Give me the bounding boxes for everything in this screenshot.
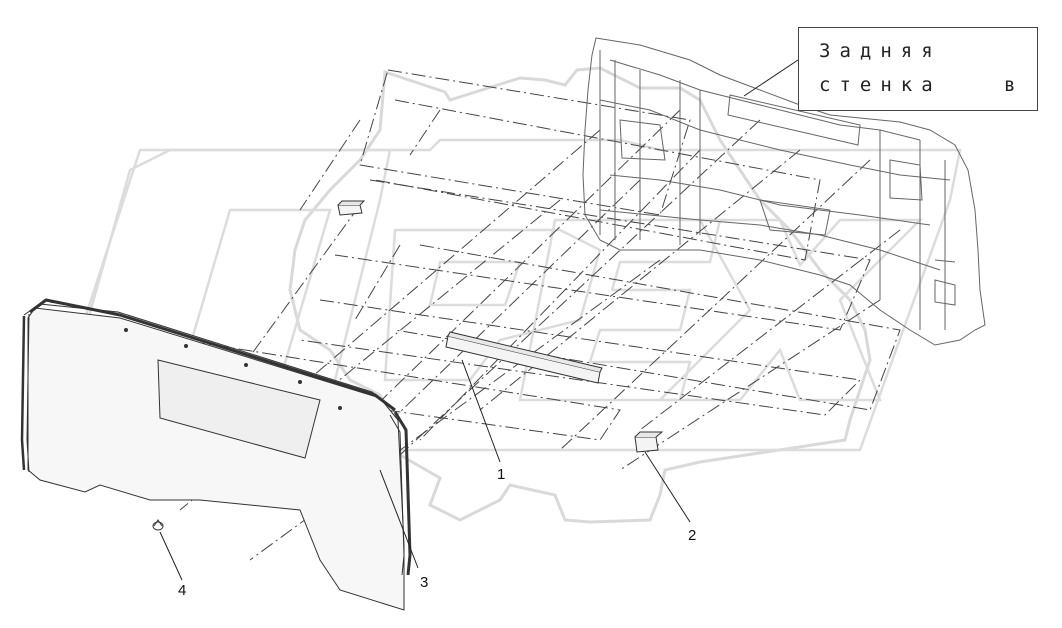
leader-lines xyxy=(159,59,799,581)
title-label-box: Задняя стенка в xyxy=(798,27,1038,111)
part-1-strip xyxy=(445,331,603,384)
title-line-2-tail: в xyxy=(1004,74,1025,96)
callout-4: 4 xyxy=(178,582,187,599)
callout-2: 2 xyxy=(688,527,697,544)
part-3-panel xyxy=(20,298,412,611)
callout-3: 3 xyxy=(420,574,429,591)
part-2-pads xyxy=(337,200,664,453)
title-line-2: стенка xyxy=(819,74,942,96)
title-line-1: Задняя xyxy=(819,40,942,62)
callout-1: 1 xyxy=(497,466,506,483)
part-4-fastener xyxy=(152,519,164,531)
